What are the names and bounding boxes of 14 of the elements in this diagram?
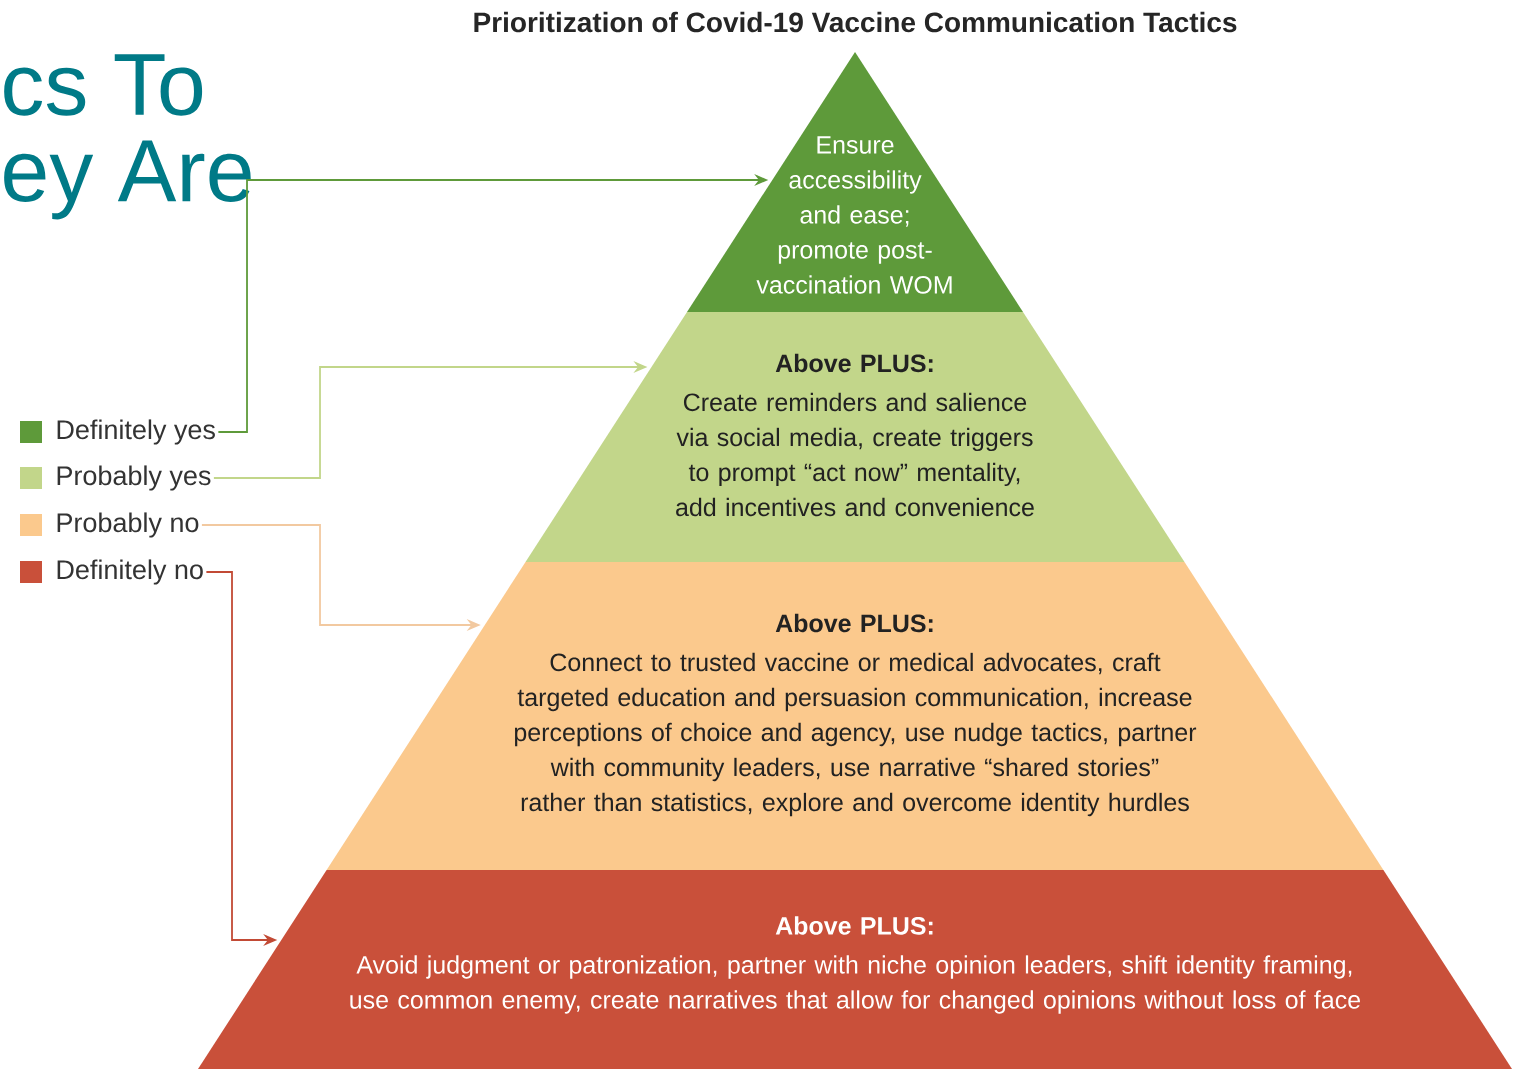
pyramid-tier: Ensure accessibility and ease; promote post-vaccination WOM (687, 52, 1023, 312)
legend-item: Definitely yes (20, 419, 215, 445)
node-label: Probably yes (57, 465, 211, 491)
node-label: Definitely no (57, 559, 203, 585)
node-label: Probably no (57, 512, 199, 538)
legend-item: Definitely no (20, 559, 203, 585)
pyramid-tier: Above PLUS: Create reminders and salience via social media, create triggers to prompt “act now” mentality, add incentives and convenience (525, 312, 1185, 562)
legend-item: Probably yes (20, 465, 211, 491)
slide-heading: cs To (4, 54, 203, 116)
legend-item: Probably no (20, 512, 199, 538)
node-label: Definitely yes (57, 419, 215, 445)
pyramid-tier: Above PLUS: Connect to trusted vaccine or medical advocates, craft targeted education and persuasion communication, increase perceptions of choice and agency, use nudge tactics, partner with community leaders, use narrative “shared stories” rather than statistics, explore and overcome identity hurdles (326, 562, 1384, 870)
title: Prioritization of Covid-19 Vaccine Communication Tactics (474, 11, 1237, 33)
slide-heading: ey Are (4, 140, 251, 220)
